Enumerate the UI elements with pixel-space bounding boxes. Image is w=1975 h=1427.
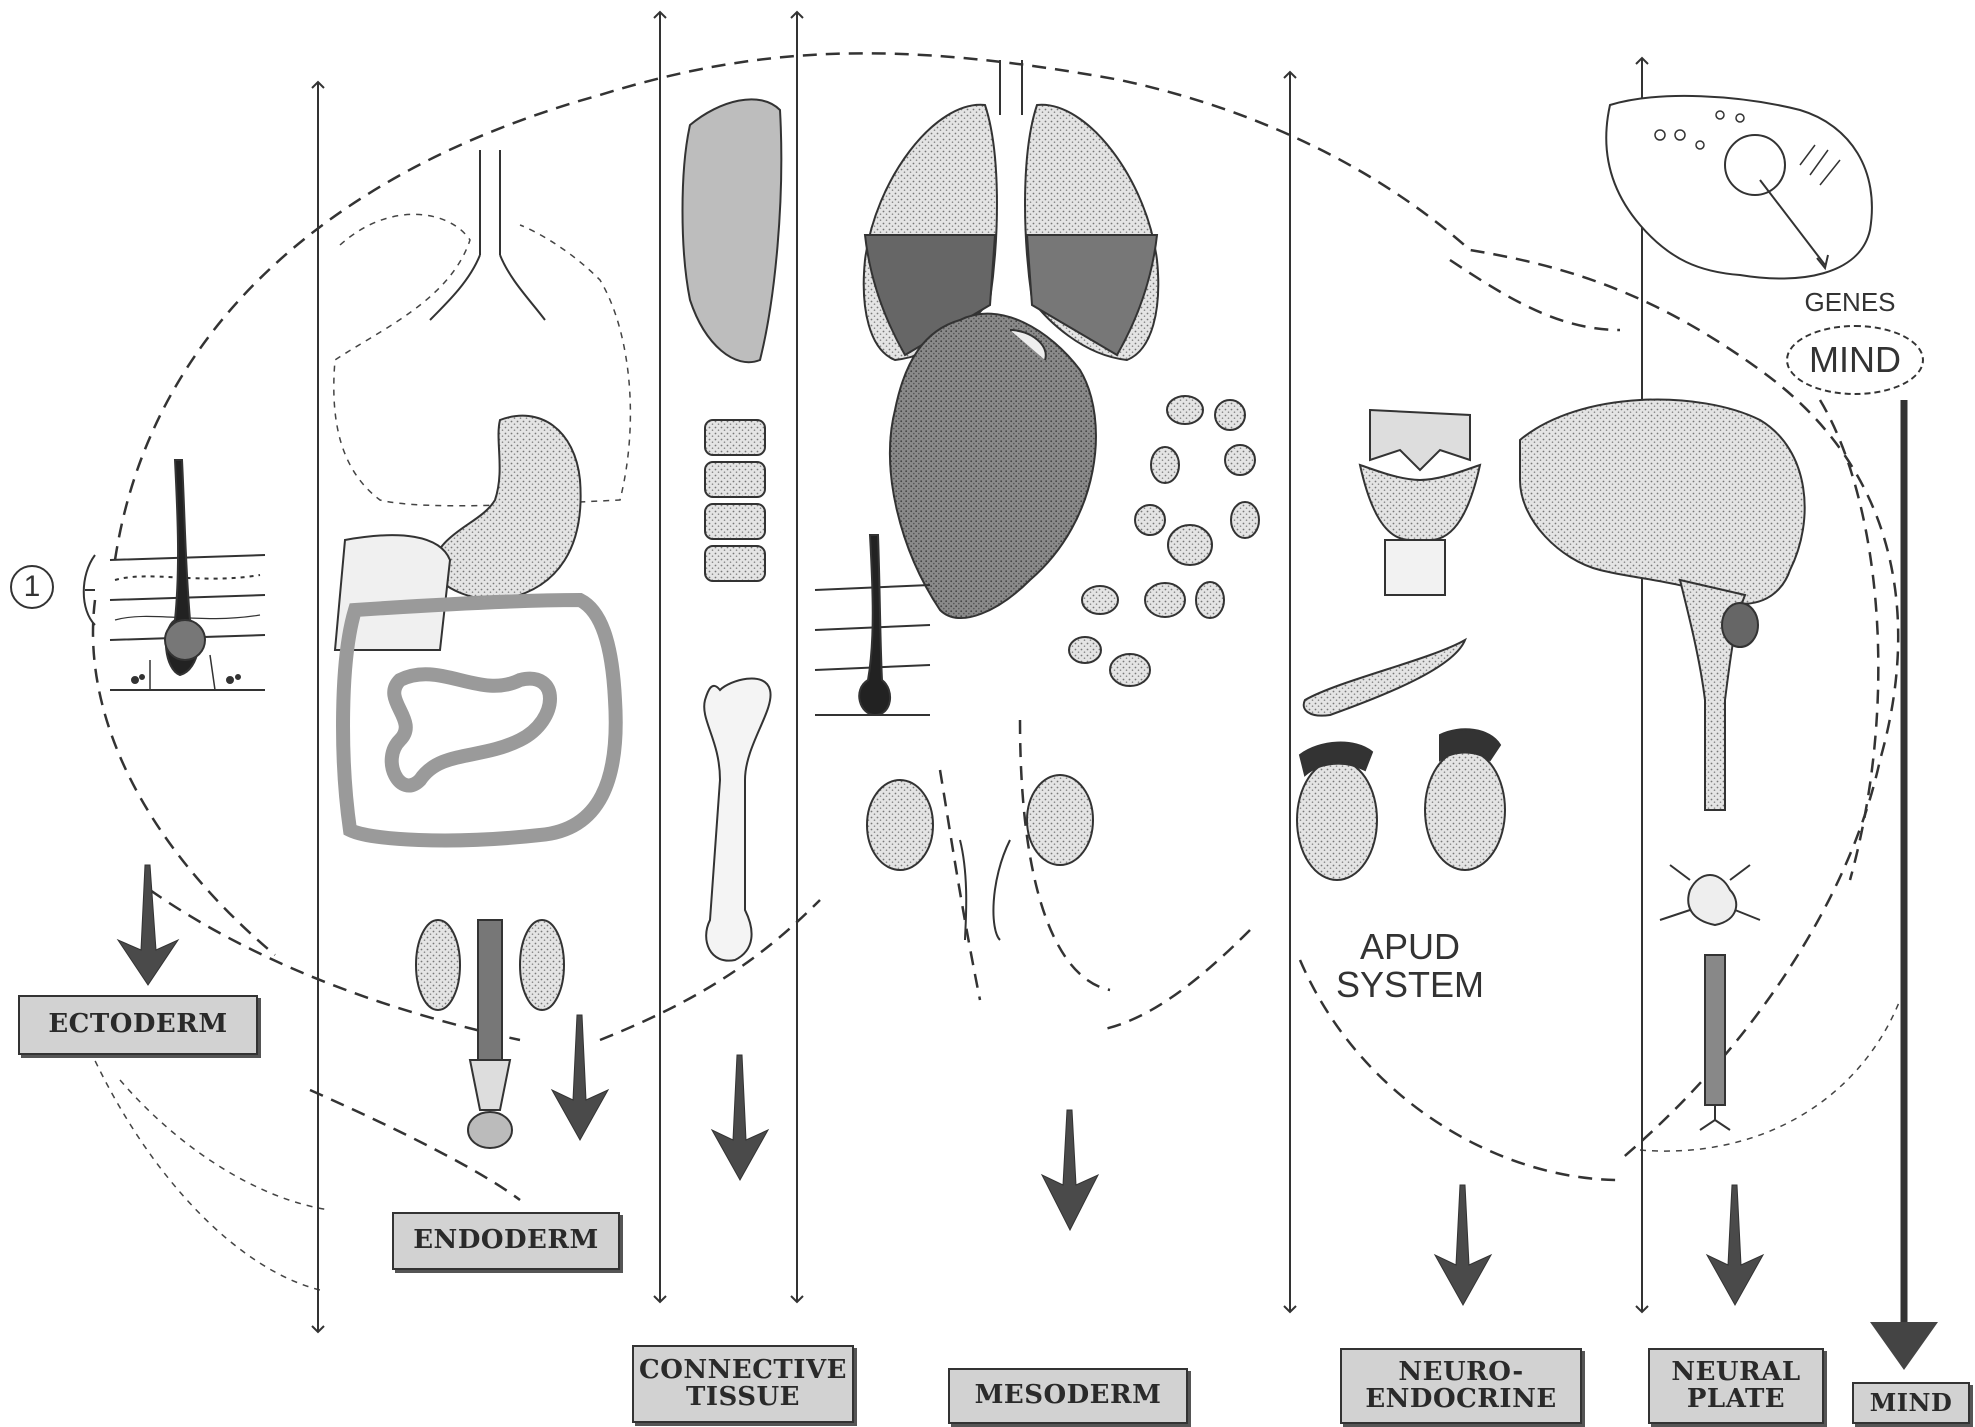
endoderm-organs-illustration	[335, 150, 616, 1148]
ectoderm-down-arrow	[118, 865, 178, 985]
mesoderm-organs-illustration	[815, 60, 1259, 940]
layer-arrows	[118, 865, 1763, 1305]
mesoderm-down-arrow	[1042, 1110, 1098, 1230]
endoderm-down-arrow	[552, 1015, 608, 1140]
neural-down-arrow	[1707, 1185, 1763, 1305]
genes-annotation: GENES	[1790, 289, 1910, 316]
mind-oval: MIND	[1786, 325, 1924, 395]
marker-number: 1	[24, 570, 41, 604]
connective-down-arrow	[712, 1055, 768, 1180]
neuroendocrine-label: NEURO- ENDOCRINE	[1340, 1348, 1582, 1424]
mind-pathway-arrow	[1870, 400, 1938, 1370]
endoderm-label: ENDODERM	[392, 1212, 620, 1270]
apud-system-annotation: APUD SYSTEM	[1320, 928, 1500, 1004]
neuroendocrine-illustration	[1297, 410, 1505, 880]
mind-label: MIND	[1852, 1382, 1970, 1424]
connective-tissue-illustration	[683, 99, 782, 960]
skin-section-illustration	[84, 460, 265, 690]
marker-circle-1: 1	[10, 565, 54, 609]
mesoderm-label: MESODERM	[948, 1368, 1188, 1424]
ectoderm-label: ECTODERM	[18, 995, 258, 1055]
neural-illustration	[1520, 96, 1872, 1130]
connective-tissue-label: CONNECTIVE TISSUE	[632, 1345, 854, 1423]
mind-oval-text: MIND	[1809, 339, 1901, 381]
neuroendocrine-down-arrow	[1435, 1185, 1491, 1305]
neural-plate-label: NEURAL PLATE	[1648, 1348, 1824, 1424]
